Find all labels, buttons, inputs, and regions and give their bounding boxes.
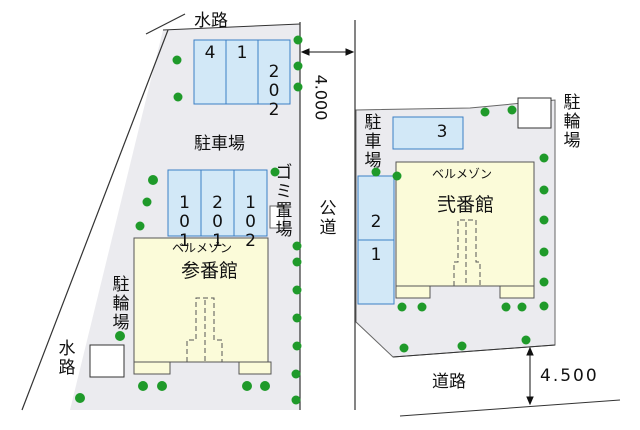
road-bottom-label: 道路 (432, 372, 466, 392)
parking-slot: 1 (236, 43, 248, 63)
building-2-stairs (453, 219, 481, 286)
parking-slot: 201 (201, 175, 234, 270)
waterway-top-label: 水路 (194, 11, 228, 31)
parking-slot: 202 (258, 44, 290, 139)
parking-lot-label: 駐車場 (194, 134, 245, 154)
parking-right-top-block (392, 116, 464, 150)
width-arrow-top (300, 48, 355, 56)
parking-top-block (193, 39, 291, 105)
bicycle-right-label: 駐輪場 (563, 93, 581, 151)
waterway-line (145, 13, 186, 35)
parking-slot: 102 (234, 175, 267, 270)
building-3-number: 参番館 (181, 260, 239, 282)
bicycle-box-left (89, 344, 125, 378)
parking-slot-number: 202 (268, 62, 280, 120)
road-bottom-edge (399, 399, 621, 417)
bicycle-box-right (517, 97, 552, 129)
parking-slot: 1 (370, 245, 382, 265)
bicycle-left-label: 駐輪場 (112, 275, 130, 333)
lot-edge (162, 23, 301, 31)
road-width-bottom-label: 4.500 (540, 366, 599, 386)
building-2 (395, 161, 535, 287)
building-3-balcony (238, 361, 272, 375)
building-3-balcony (133, 361, 171, 375)
building-3 (133, 237, 269, 363)
garbage-label: ゴミ置場 (275, 163, 293, 240)
building-2-number: 弐番館 (437, 194, 495, 216)
parking-right-label: 駐車場 (364, 113, 382, 171)
public-road-label: 公道 (319, 199, 337, 238)
road-width-top-label: 4.000 (311, 60, 339, 121)
parking-slot-number: 201 (212, 193, 223, 251)
parking-slot-number: 102 (245, 193, 256, 251)
waterway-line (21, 29, 169, 411)
waterway-left-label: 水路 (58, 339, 76, 378)
building-2-balcony (499, 285, 535, 299)
road-width-top-value: 4.000 (311, 74, 331, 121)
parking-slot: 2 (370, 212, 382, 232)
parking-slot: 101 (168, 175, 201, 270)
building-2-balcony (395, 285, 431, 299)
road-bottom-edge (392, 344, 556, 358)
width-arrow-bottom (526, 346, 534, 406)
building-3-name: ベルメゾン (172, 241, 233, 255)
building-2-name: ベルメゾン (432, 167, 493, 181)
trees (75, 35, 549, 405)
parking-middle-block (167, 169, 268, 237)
parking-slot: 3 (436, 122, 448, 142)
garbage-box (269, 205, 285, 229)
building-3-stairs (186, 297, 223, 362)
parking-slot-number: 101 (179, 193, 190, 251)
parking-slot: 4 (204, 43, 216, 63)
